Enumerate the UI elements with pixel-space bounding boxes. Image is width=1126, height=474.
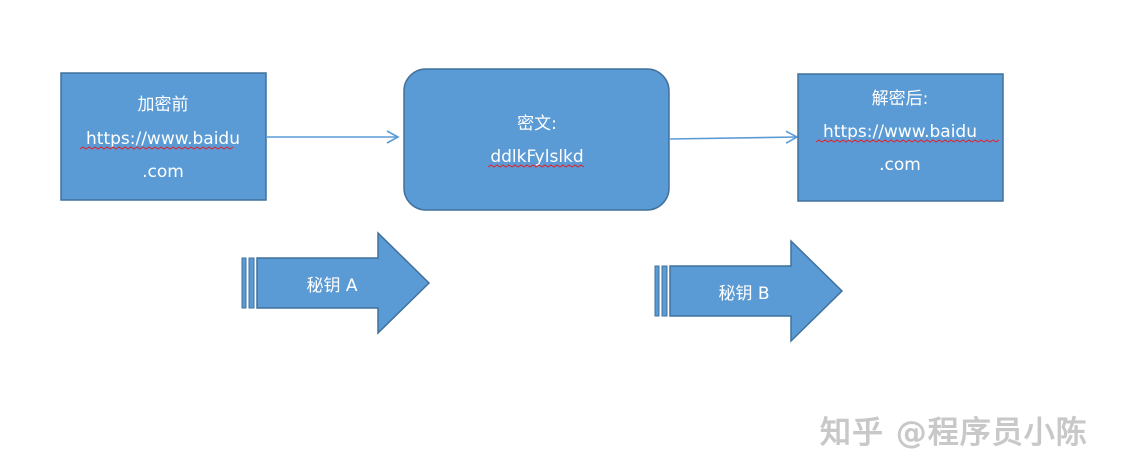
decrypted-title: 解密后: — [872, 89, 929, 109]
arrow-to-decrypted — [668, 130, 799, 144]
spellcheck-underline — [487, 164, 585, 168]
key-b-label: 秘钥 B — [718, 284, 769, 304]
key-a-arrow: 秘钥 A — [241, 231, 431, 335]
decrypted-url-line2: .com — [879, 155, 921, 175]
plaintext-url-line2: .com — [142, 162, 184, 182]
ciphertext-box: 密文: ddlkFylslkd — [403, 68, 670, 211]
decrypted-url-line1: https://www.baidu — [823, 122, 977, 142]
spellcheck-underline — [79, 146, 234, 150]
ciphertext-value: ddlkFylslkd — [490, 147, 583, 167]
decrypted-box: 解密后: https://www.baidu .com — [797, 73, 1004, 202]
key-b-arrow: 秘钥 B — [654, 239, 844, 343]
plaintext-title: 加密前 — [138, 95, 189, 115]
ciphertext-title: 密文: — [517, 114, 557, 134]
spellcheck-underline — [815, 139, 1000, 143]
key-a-label: 秘钥 A — [306, 276, 357, 296]
watermark: 知乎 @程序员小陈 — [820, 415, 1088, 451]
plaintext-box: 加密前 https://www.baidu .com — [60, 72, 267, 201]
plaintext-url-line1: https://www.baidu — [86, 129, 240, 149]
